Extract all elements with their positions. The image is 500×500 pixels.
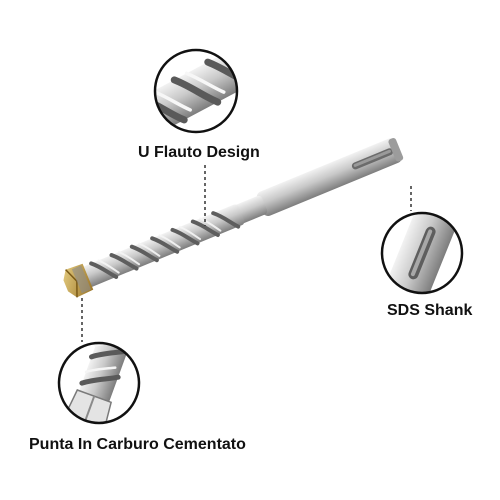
drill-bit-icon xyxy=(63,138,404,298)
flute-grooves xyxy=(89,211,241,279)
shank-closeup-icon xyxy=(380,211,464,295)
tip-closeup-icon xyxy=(57,341,141,425)
sds-shank-label: SDS Shank xyxy=(387,302,473,319)
flute-design-label: U Flauto Design xyxy=(138,144,260,161)
carbide-tip xyxy=(63,263,94,298)
flute-closeup-icon xyxy=(153,48,239,134)
shank-body xyxy=(256,138,402,216)
carbide-tip-label: Punta In Carburo Cementato xyxy=(29,436,246,453)
